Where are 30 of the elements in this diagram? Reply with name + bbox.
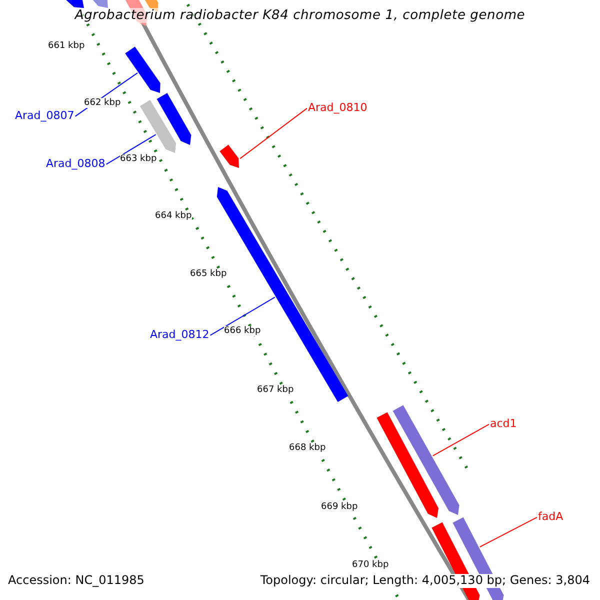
- gene-label: Arad_0812: [150, 329, 210, 342]
- gene-label: acd1: [490, 418, 517, 431]
- scale-label: 668 kbp: [289, 443, 326, 454]
- gene-label: Arad_0808: [46, 158, 106, 171]
- gene-bar: [376, 412, 438, 518]
- scale-label: 669 kbp: [321, 502, 358, 512]
- gene-label: Arad_0810: [308, 102, 368, 115]
- leader-line: [210, 296, 276, 336]
- scale-label: 663 kbp: [120, 154, 157, 164]
- leader-line: [479, 516, 538, 548]
- map-title: Agrobacterium radiobacter K84 chromosome 1, complete genome: [74, 8, 526, 23]
- scale-label: 665 kbp: [190, 269, 227, 280]
- genome-info-text: Topology: circular; Length: 4,005,130 bp; Genes: 3,804: [260, 574, 590, 588]
- scale-label: 670 kbp: [352, 560, 389, 570]
- scale-label: 662 kbp: [84, 98, 121, 108]
- accession-text: Accession: NC_011985: [8, 574, 144, 588]
- gene-bar: [125, 46, 160, 93]
- scale-label: 664 kbp: [155, 211, 192, 222]
- gene-label: Arad_0807: [15, 110, 74, 123]
- leader-line: [106, 134, 156, 165]
- gene-bar: [140, 100, 176, 153]
- gene-bar: [392, 405, 460, 515]
- scale-label: 661 kbp: [48, 41, 85, 52]
- gene-bar: [220, 144, 239, 168]
- leader-line: [240, 108, 308, 160]
- leader-line: [432, 424, 490, 456]
- scale-label: 666 kbp: [224, 326, 261, 336]
- gene-label: fadA: [538, 511, 564, 524]
- gene-bar: [156, 93, 192, 145]
- scale-label: 667 kbp: [257, 385, 294, 396]
